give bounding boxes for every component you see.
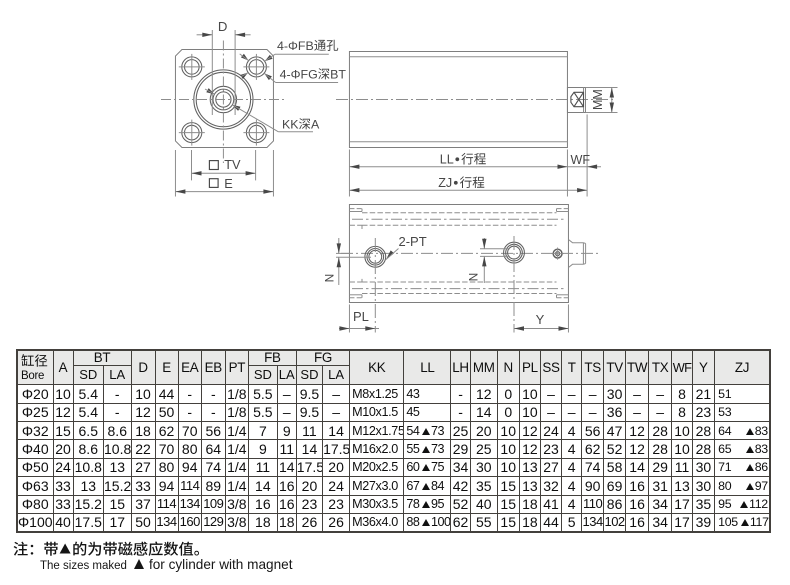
svg-text:N: N [467,273,481,282]
svg-text:D: D [218,19,228,34]
svg-text:A: A [311,118,320,132]
svg-text:PL: PL [353,309,369,324]
svg-text:N: N [323,274,337,283]
svg-text:WF: WF [571,153,591,167]
svg-text:TV: TV [224,157,241,172]
svg-text:Y: Y [536,312,545,327]
svg-text:4-ΦFG: 4-ΦFG [280,68,318,82]
svg-text:2-PT: 2-PT [399,234,427,249]
svg-text:KK: KK [282,118,299,132]
svg-text:BT: BT [330,68,346,82]
svg-text:MM: MM [591,89,605,110]
svg-text:4-ΦFB: 4-ΦFB [277,39,314,53]
svg-text:E: E [224,176,233,191]
svg-text:ZJ: ZJ [438,176,452,190]
svg-text:LL: LL [440,153,454,167]
